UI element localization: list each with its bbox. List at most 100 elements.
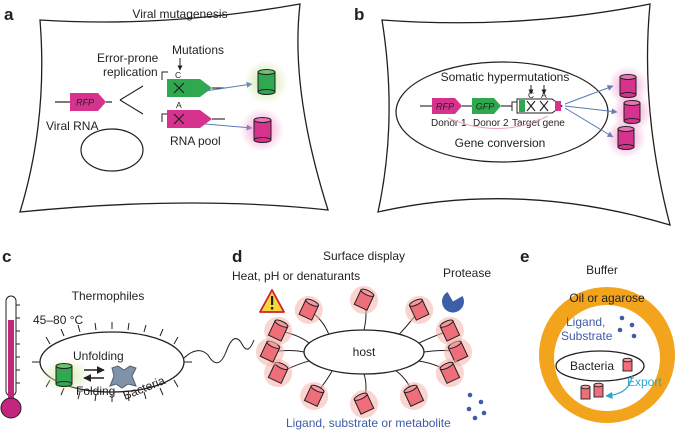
target-mutation-x2 bbox=[539, 100, 549, 112]
panel-d: d Surface display Heat, pH or denaturant… bbox=[232, 247, 491, 430]
surface-display-proteins bbox=[256, 286, 472, 418]
folded-protein-icon bbox=[55, 363, 73, 387]
panel-c: c Thermophiles 45–80 °C bbox=[0, 247, 255, 419]
gfp-donor-arrow bbox=[472, 98, 501, 114]
target-promoter bbox=[511, 101, 518, 111]
panel-c-title: Thermophiles bbox=[72, 289, 145, 303]
bacteria-label-e: Bacteria bbox=[570, 359, 614, 373]
displayed-protein-2 bbox=[418, 359, 464, 388]
unfolding-label: Unfolding bbox=[73, 349, 124, 363]
target-mutation-x1 bbox=[526, 100, 536, 112]
magenta-protein-icon-2 bbox=[623, 100, 641, 124]
rfp-gene-arrow bbox=[70, 93, 106, 111]
rfp-donor-label: RFP bbox=[436, 102, 454, 112]
panel-b-nucleus bbox=[395, 61, 609, 163]
gfp-donor-label: GFP bbox=[476, 102, 495, 112]
displayed-protein-1 bbox=[423, 338, 472, 366]
bacterium-cilia bbox=[32, 322, 192, 402]
green-protein-icon bbox=[257, 69, 276, 95]
arrow-to-protein-1 bbox=[564, 85, 614, 105]
panel-b: b Somatic hypermutations RFP GFP C A Don… bbox=[354, 3, 671, 226]
panel-e-title: Buffer bbox=[586, 263, 618, 277]
panel-b-cell bbox=[377, 3, 671, 226]
exported-protein-icon-1 bbox=[580, 384, 591, 400]
ligand-dots-e bbox=[617, 315, 637, 339]
ligand-dots-d bbox=[466, 392, 487, 421]
panel-e: e Buffer Oil or agarose Ligand, Substrat… bbox=[520, 247, 675, 423]
displayed-protein-9 bbox=[294, 295, 330, 335]
panel-a-cell bbox=[19, 3, 329, 213]
mutation-c-top: C bbox=[175, 70, 181, 80]
protease-label: Protease bbox=[443, 266, 491, 280]
rna-pool-label: RNA pool bbox=[170, 134, 221, 148]
panel-a-label: a bbox=[4, 5, 14, 24]
panel-b-label: b bbox=[354, 5, 364, 24]
mutation-x-top bbox=[173, 82, 185, 94]
displayed-protein-5 bbox=[300, 370, 333, 411]
mutation-a-bottom: A bbox=[176, 100, 182, 110]
gene-conversion-arc bbox=[447, 115, 549, 129]
ligand-label-d: Ligand, substrate or metabolite bbox=[286, 416, 451, 430]
panel-e-label: e bbox=[520, 247, 529, 266]
gene-conversion-label: Gene conversion bbox=[455, 136, 546, 150]
replication-label-1: Error-prone bbox=[97, 51, 159, 65]
donor1-label: Donor 1 bbox=[431, 118, 467, 129]
unfolded-protein-icon bbox=[109, 365, 137, 389]
panel-a-title: Viral mutagenesis bbox=[132, 7, 227, 21]
thermometer-icon bbox=[0, 295, 22, 419]
promoter-bottom bbox=[161, 113, 168, 122]
displayed-protein-8 bbox=[264, 316, 310, 345]
oil-label: Oil or agarose bbox=[569, 291, 645, 305]
rfp-gene-label: RFP bbox=[76, 98, 94, 108]
displayed-protein-3 bbox=[395, 370, 428, 411]
nucleus bbox=[80, 128, 144, 172]
mutated-gene-green bbox=[167, 79, 212, 97]
panel-c-label: c bbox=[2, 247, 11, 266]
arrow-to-protein-2 bbox=[564, 105, 618, 115]
target-gene-magenta-segment bbox=[555, 101, 561, 111]
target-gene-green-segment bbox=[519, 100, 525, 112]
rfp-donor-arrow bbox=[432, 98, 462, 114]
mutated-gene-magenta bbox=[167, 110, 212, 128]
exported-protein-icon-2 bbox=[593, 382, 604, 398]
arrow-to-green-protein bbox=[204, 81, 253, 92]
warning-icon bbox=[259, 289, 285, 313]
displayed-protein-11 bbox=[398, 295, 434, 335]
viral-rna-label: Viral RNA bbox=[46, 119, 98, 133]
ligand-label-e-1: Ligand, bbox=[566, 315, 605, 329]
target-mut-c: C bbox=[528, 90, 534, 100]
panel-d-label: d bbox=[232, 247, 242, 266]
internal-protein-icon bbox=[622, 357, 633, 372]
displayed-protein-6 bbox=[264, 359, 310, 388]
flagellum bbox=[183, 338, 255, 364]
branch-line-down bbox=[119, 99, 144, 115]
protease-icon bbox=[442, 291, 464, 313]
export-arrow bbox=[605, 375, 633, 400]
replication-label-2: replication bbox=[103, 65, 158, 79]
mutation-x-bottom bbox=[173, 113, 185, 125]
export-label: Export bbox=[627, 375, 662, 389]
bacteria-cell-e bbox=[555, 350, 645, 382]
mutations-label: Mutations bbox=[172, 43, 224, 57]
host-label: host bbox=[353, 345, 376, 359]
stress-label: Heat, pH or denaturants bbox=[232, 269, 360, 283]
panel-d-title: Surface display bbox=[323, 249, 405, 263]
panel-b-title: Somatic hypermutations bbox=[441, 70, 570, 84]
panel-a: a Viral mutagenesis RFP Viral RNA Error-… bbox=[4, 3, 329, 213]
target-gene-label: Target gene bbox=[512, 118, 565, 129]
target-mut-a: A bbox=[541, 90, 547, 100]
ligand-label-e-2: Substrate bbox=[561, 329, 613, 343]
magenta-protein-icon-1 bbox=[619, 74, 637, 98]
donor2-label: Donor 2 bbox=[473, 118, 509, 129]
promoter-top bbox=[161, 71, 168, 80]
folding-label: Folding bbox=[76, 384, 115, 398]
branch-line-up bbox=[119, 85, 144, 101]
arrow-to-protein-3 bbox=[564, 107, 614, 138]
temperature-label: 45–80 °C bbox=[33, 313, 84, 327]
displayed-protein-4 bbox=[350, 373, 378, 418]
displayed-protein-10 bbox=[350, 286, 378, 331]
magenta-protein-icon-3 bbox=[617, 126, 635, 150]
host-cell bbox=[303, 329, 425, 375]
displayed-protein-12 bbox=[418, 316, 464, 345]
